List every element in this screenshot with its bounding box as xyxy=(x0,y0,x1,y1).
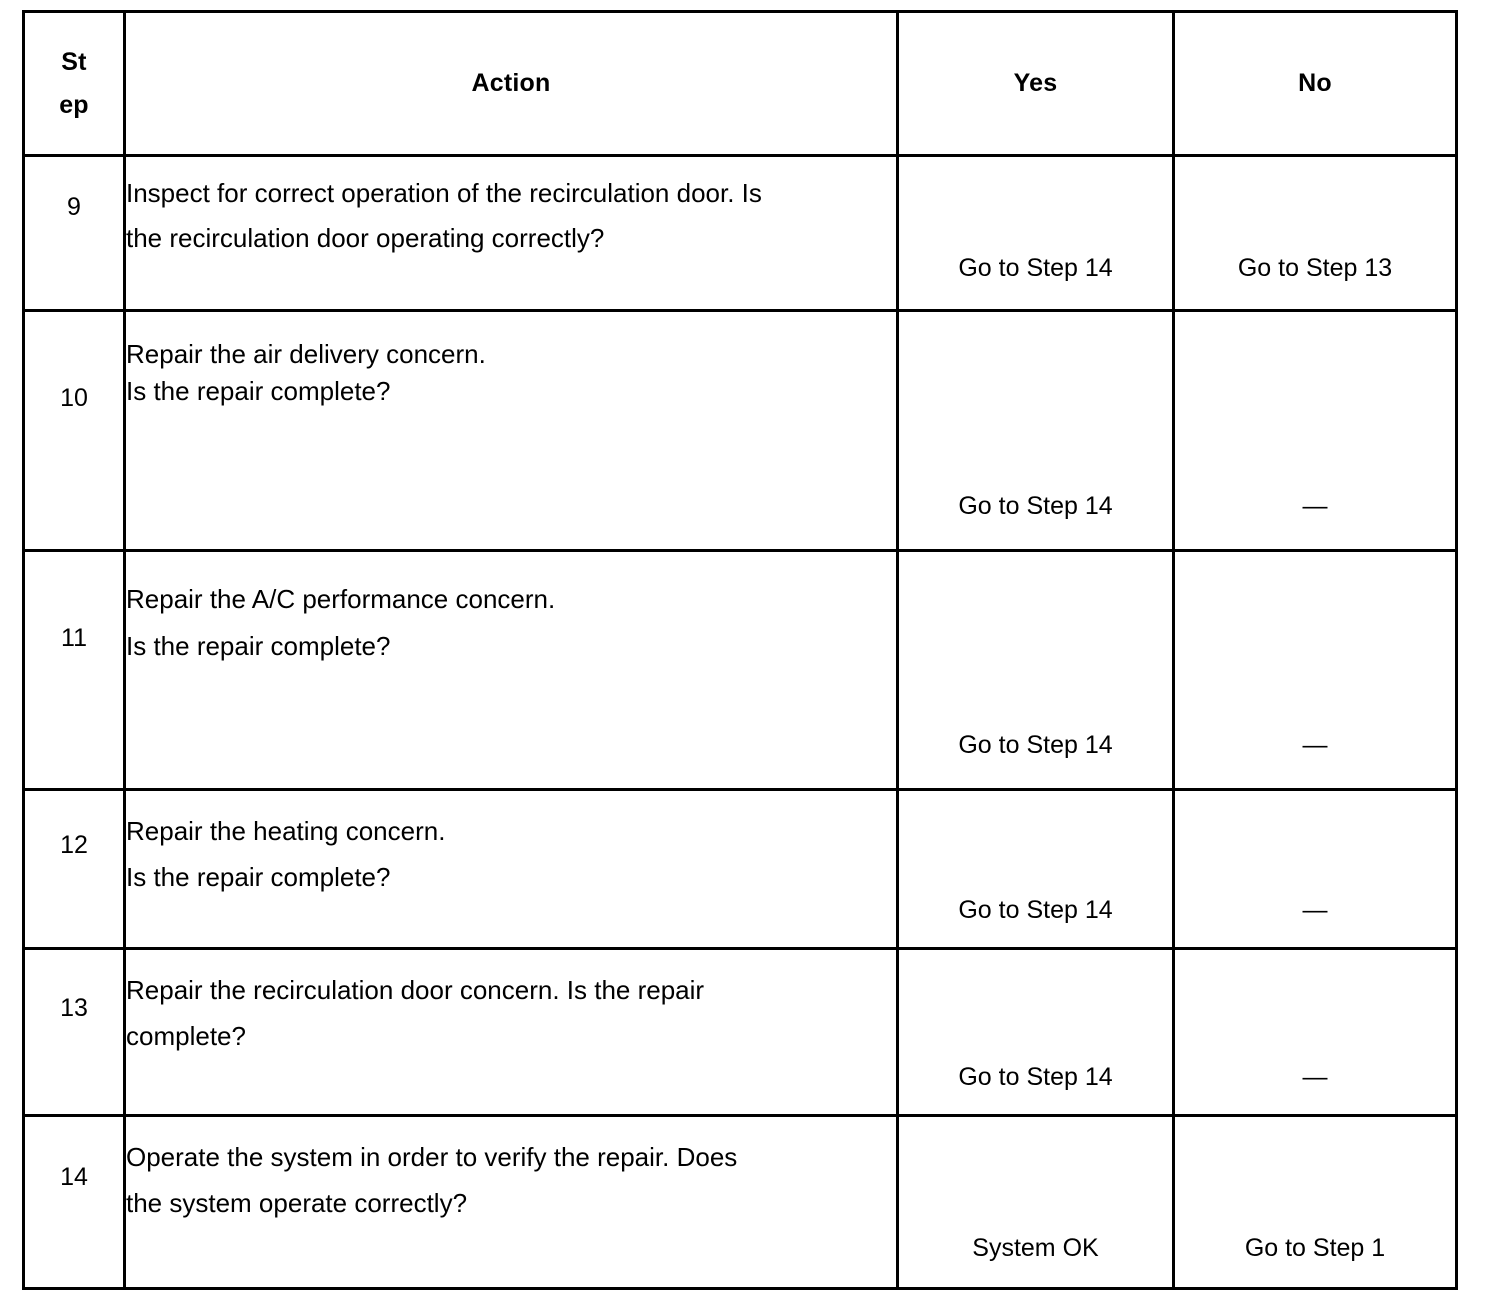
step-number: 10 xyxy=(22,309,126,552)
column-header-step-line2: ep xyxy=(59,90,89,119)
yes-outcome: Go to Step 14 xyxy=(896,309,1175,552)
action-text-line1: Repair the heating concern. xyxy=(126,816,446,846)
step-number: 9 xyxy=(22,154,126,312)
document-page: St ep Action Yes No 9 Inspect for correc… xyxy=(22,10,1458,1290)
column-header-step: St ep xyxy=(22,10,126,157)
action-text-line2: Is the repair complete? xyxy=(126,631,391,662)
action-text-line2: Is the repair complete? xyxy=(126,375,391,406)
column-header-no: No xyxy=(1172,10,1458,157)
step-number: 13 xyxy=(22,947,126,1117)
no-outcome: Go to Step 13 xyxy=(1172,154,1458,312)
step-number: 11 xyxy=(22,549,126,791)
action-text: Operate the system in order to verify th… xyxy=(123,1114,899,1290)
action-text-line2: Is the repair complete? xyxy=(126,861,391,892)
action-text: Repair the heating concern. Is the repai… xyxy=(123,788,899,950)
diagnostic-steps-table: St ep Action Yes No 9 Inspect for correc… xyxy=(22,10,1458,1290)
no-outcome: — xyxy=(1172,947,1458,1117)
action-text-line1: Repair the air delivery concern. xyxy=(126,339,486,369)
action-text-line1: Operate the system in order to verify th… xyxy=(126,1142,738,1172)
column-header-step-line1: St xyxy=(61,47,87,76)
table-row: 14 Operate the system in order to verify… xyxy=(22,1114,1458,1290)
action-text-line1: Repair the recirculation door concern. I… xyxy=(126,975,705,1005)
step-number: 14 xyxy=(22,1114,126,1290)
no-outcome: — xyxy=(1172,549,1458,791)
action-text: Inspect for correct operation of the rec… xyxy=(123,154,899,312)
yes-outcome: System OK xyxy=(896,1114,1175,1290)
yes-outcome: Go to Step 14 xyxy=(896,788,1175,950)
action-text-line2: the recirculation door operating correct… xyxy=(126,222,605,253)
column-header-action: Action xyxy=(123,10,899,157)
action-text: Repair the air delivery concern. Is the … xyxy=(123,309,899,552)
yes-outcome: Go to Step 14 xyxy=(896,549,1175,791)
table-header-row: St ep Action Yes No xyxy=(22,10,1458,157)
table-row: 11 Repair the A/C performance concern. I… xyxy=(22,549,1458,791)
no-outcome: — xyxy=(1172,788,1458,950)
no-outcome: Go to Step 1 xyxy=(1172,1114,1458,1290)
action-text-line2: complete? xyxy=(126,1020,246,1051)
action-text-line2: the system operate correctly? xyxy=(126,1187,468,1218)
action-text: Repair the A/C performance concern. Is t… xyxy=(123,549,899,791)
action-text-line1: Inspect for correct operation of the rec… xyxy=(126,178,762,208)
yes-outcome: Go to Step 14 xyxy=(896,947,1175,1117)
yes-outcome: Go to Step 14 xyxy=(896,154,1175,312)
column-header-yes: Yes xyxy=(896,10,1175,157)
action-text-line1: Repair the A/C performance concern. xyxy=(126,584,556,614)
no-outcome: — xyxy=(1172,309,1458,552)
table-row: 12 Repair the heating concern. Is the re… xyxy=(22,788,1458,950)
action-text: Repair the recirculation door concern. I… xyxy=(123,947,899,1117)
table-row: 13 Repair the recirculation door concern… xyxy=(22,947,1458,1117)
table-row: 9 Inspect for correct operation of the r… xyxy=(22,154,1458,312)
step-number: 12 xyxy=(22,788,126,950)
table-row: 10 Repair the air delivery concern. Is t… xyxy=(22,309,1458,552)
